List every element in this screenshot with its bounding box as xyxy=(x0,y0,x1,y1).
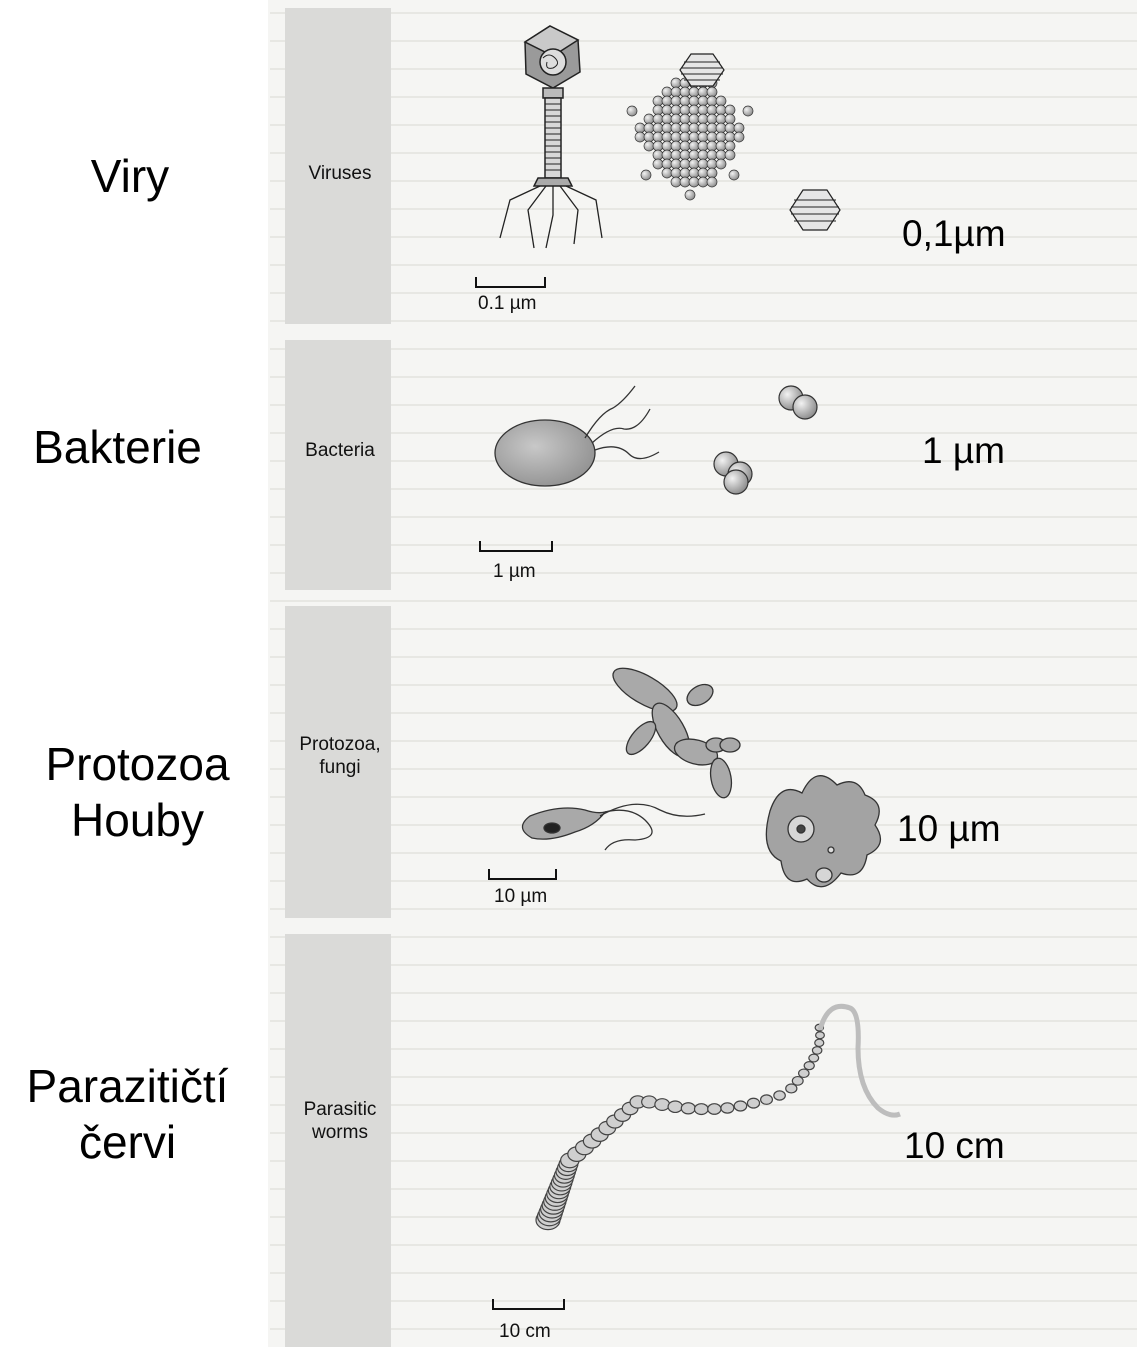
striped-virus-bottom xyxy=(790,190,840,230)
scale-bar-protozoa xyxy=(489,869,556,879)
amoeba xyxy=(766,776,880,887)
parasitic-worm xyxy=(536,1006,900,1229)
scale-bar-bacteria xyxy=(480,541,552,551)
coccus-bacteria xyxy=(714,386,817,494)
yeast-fungus xyxy=(607,660,740,800)
rod-bacterium xyxy=(495,386,659,486)
flagellate-protozoan xyxy=(522,804,705,850)
bacteriophage xyxy=(500,26,602,248)
scale-bar-worms xyxy=(493,1299,564,1309)
scale-bar-virus xyxy=(476,277,545,287)
